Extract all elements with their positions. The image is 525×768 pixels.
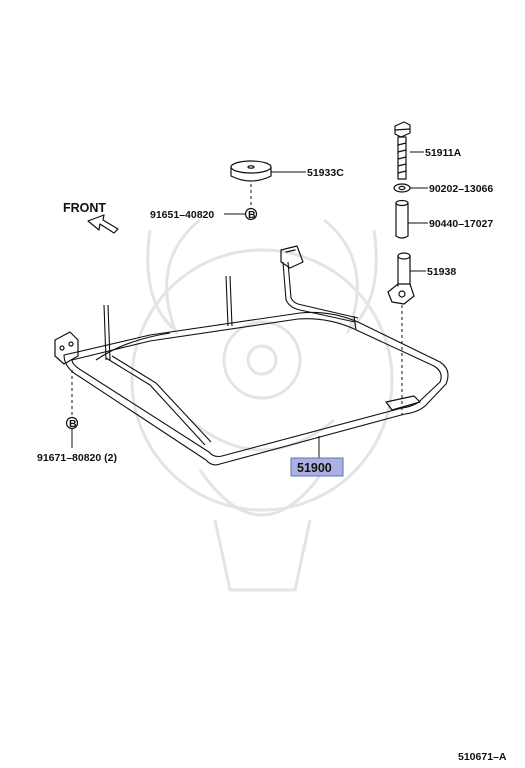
bolt-marker-91651-40820: B (224, 184, 258, 221)
bolt-marker-91671-80820: B (65, 370, 79, 448)
callout-91671-80820: 91671–80820 (2) (37, 452, 117, 464)
diagram-code: 510671–A (458, 751, 507, 763)
callout-91651-40820: 91651–40820 (150, 209, 214, 221)
part-51900-frame (54, 245, 449, 466)
svg-text:B: B (248, 209, 256, 221)
callout-51900-highlight (290, 457, 344, 477)
callout-51911a: 51911A (425, 147, 462, 159)
part-51938-bracket (387, 252, 426, 305)
watermark-emblem (130, 218, 394, 592)
part-51933c-cushion (230, 160, 306, 182)
part-51911a-bolt (394, 121, 424, 180)
callout-51933c: 51933C (307, 167, 344, 179)
front-indicator: FRONT (63, 201, 119, 234)
front-label: FRONT (63, 201, 106, 215)
part-90440-17027-sleeve (395, 199, 428, 239)
callout-51900: 51900 (297, 461, 332, 475)
callout-90440-17027: 90440–17027 (429, 218, 493, 230)
svg-text:B: B (69, 418, 77, 430)
front-arrow-icon (87, 214, 119, 234)
callout-51938: 51938 (427, 266, 456, 278)
callout-90202-13066: 90202–13066 (429, 183, 493, 195)
part-90202-13066-washer (393, 183, 428, 193)
